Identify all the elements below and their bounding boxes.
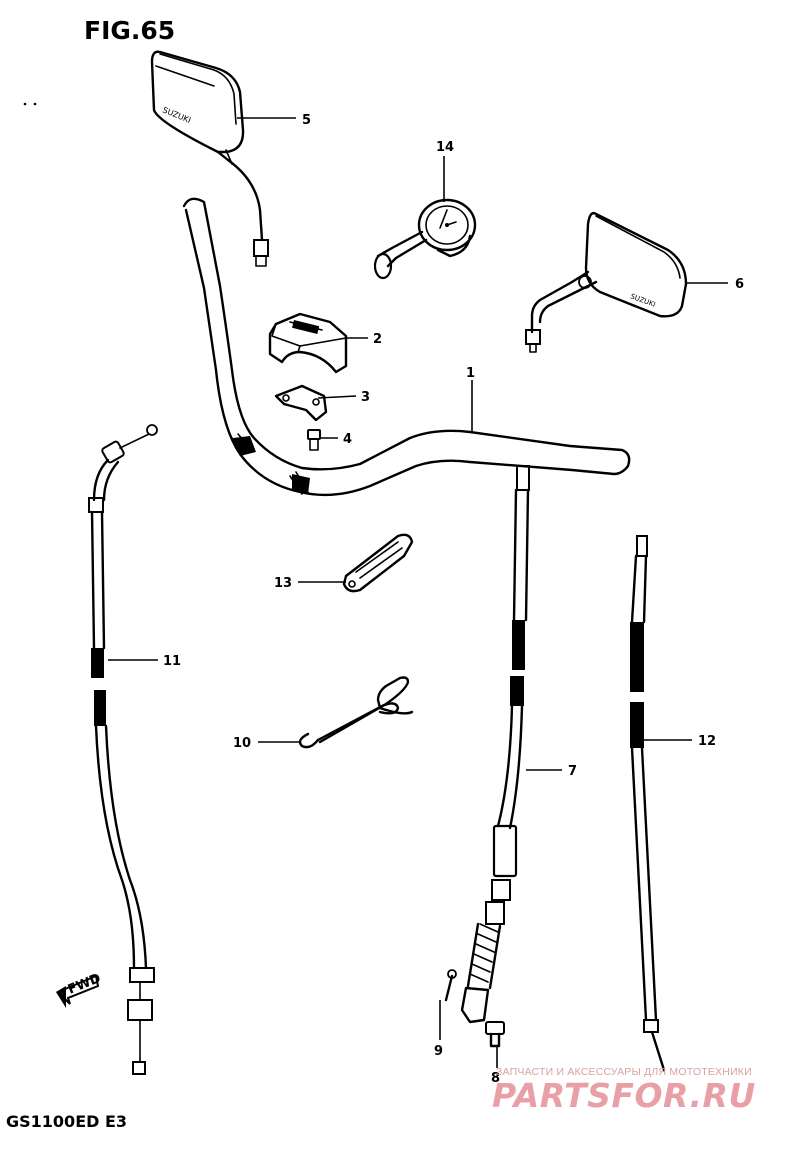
gauge-part bbox=[373, 198, 477, 280]
callout-6: 6 bbox=[735, 277, 744, 292]
callout-1: 1 bbox=[466, 366, 475, 381]
callout-8: 8 bbox=[491, 1071, 500, 1086]
bolt-part bbox=[307, 429, 321, 451]
forward-arrow-label: FWD bbox=[66, 971, 103, 998]
pin-part bbox=[444, 969, 457, 1002]
callout-7: 7 bbox=[568, 764, 577, 779]
figure-title: FIG.65 bbox=[84, 16, 176, 45]
callout-3: 3 bbox=[361, 390, 370, 405]
callout-9: 9 bbox=[434, 1044, 443, 1059]
callout-14: 14 bbox=[436, 140, 454, 155]
callout-2: 2 bbox=[373, 332, 382, 347]
forward-arrow-icon: FWD bbox=[56, 971, 103, 1008]
mirror-left-part: SUZUKI bbox=[150, 50, 269, 267]
callout-13: 13 bbox=[274, 576, 292, 591]
mirror-right-part: SUZUKI bbox=[525, 211, 688, 353]
cable-clamp-part bbox=[342, 533, 414, 593]
bracket-part bbox=[274, 384, 328, 422]
callout-10: 10 bbox=[233, 736, 251, 751]
cable-7-part bbox=[460, 465, 530, 1024]
callout-numbers: 1 2 3 4 5 6 7 8 9 10 11 12 13 14 bbox=[163, 113, 744, 1086]
scan-dots bbox=[23, 102, 37, 106]
bolt-8-part bbox=[485, 1021, 505, 1048]
wire-clip-part bbox=[298, 676, 414, 749]
watermark-caption: ЗАПЧАСТИ И АКСЕССУАРЫ ДЛЯ МОТОТЕХНИКИ bbox=[496, 1066, 752, 1078]
cable-11-part bbox=[88, 424, 158, 1075]
cable-12-part bbox=[630, 535, 666, 1072]
callout-4: 4 bbox=[343, 432, 352, 447]
callout-12: 12 bbox=[698, 734, 716, 749]
watermark-logo: PARTSFOR.RU bbox=[492, 1076, 756, 1115]
leader-lines bbox=[108, 117, 728, 1068]
callout-5: 5 bbox=[302, 113, 311, 128]
handlebar-holder-part bbox=[268, 312, 348, 374]
callout-11: 11 bbox=[163, 654, 181, 669]
model-code: GS1100ED E3 bbox=[6, 1112, 128, 1131]
handlebar-part bbox=[182, 197, 631, 497]
